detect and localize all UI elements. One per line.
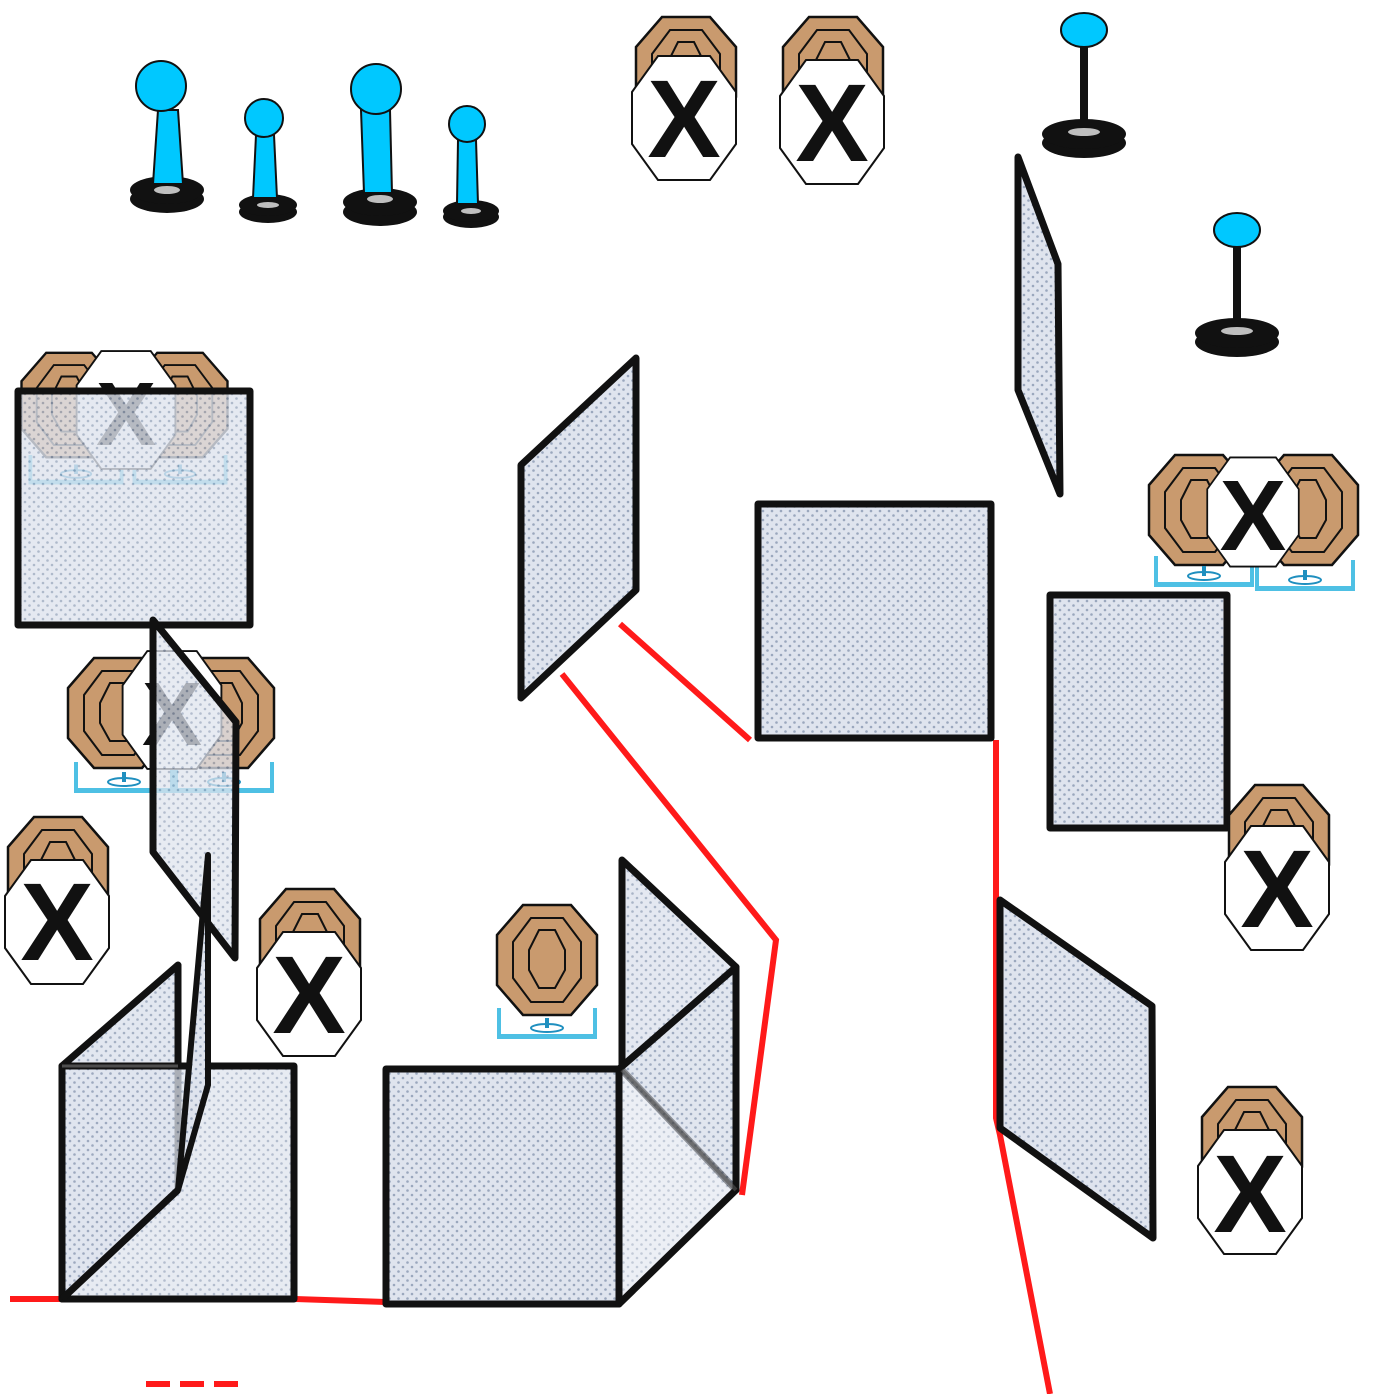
popper-1 [130, 60, 204, 213]
target-center-paper [495, 903, 599, 1040]
targets: X X X X X [4, 15, 1360, 1256]
popper-2 [239, 98, 297, 223]
wall-cube-bottom-center [382, 856, 740, 1308]
wall-angled-center [517, 354, 640, 702]
target-pair-right: X [1147, 453, 1360, 592]
target-top-center-1: X [631, 15, 738, 181]
no-shoot-mark: X [1220, 460, 1287, 572]
wall-thin-right [1014, 153, 1064, 498]
popper-5 [1042, 12, 1126, 158]
no-shoot-mark: X [1240, 828, 1313, 951]
fault-line-between-boxes [294, 1296, 387, 1305]
fault-line-center-long [559, 672, 780, 1196]
no-shoot-mark: X [647, 58, 720, 181]
wall-box-right [1046, 591, 1231, 832]
target-left-center-no-shoot: X [256, 887, 362, 1057]
popper-4 [443, 105, 499, 228]
target-right-no-shoot-lower: X [1197, 1085, 1304, 1256]
fault-line-center-short [618, 621, 752, 743]
wall-angled-lower-right [996, 896, 1157, 1242]
wall-box-top-left [14, 387, 254, 629]
no-shoot-mark: X [20, 861, 93, 984]
no-shoot-mark: X [795, 62, 868, 185]
wall-box-center [754, 500, 995, 742]
wall-cube-bottom-left [58, 852, 298, 1303]
no-shoot-mark: X [272, 934, 345, 1057]
wall-angled-left [149, 616, 240, 962]
target-top-center-2: X [779, 15, 885, 185]
target-right-no-shoot-upper: X [1224, 783, 1331, 951]
no-shoot-mark: X [1213, 1133, 1286, 1256]
popper-6 [1195, 212, 1279, 357]
steel-poppers [130, 12, 1279, 357]
target-left-no-shoot: X [4, 815, 110, 985]
popper-3 [343, 63, 417, 226]
walls [14, 153, 1231, 1242]
